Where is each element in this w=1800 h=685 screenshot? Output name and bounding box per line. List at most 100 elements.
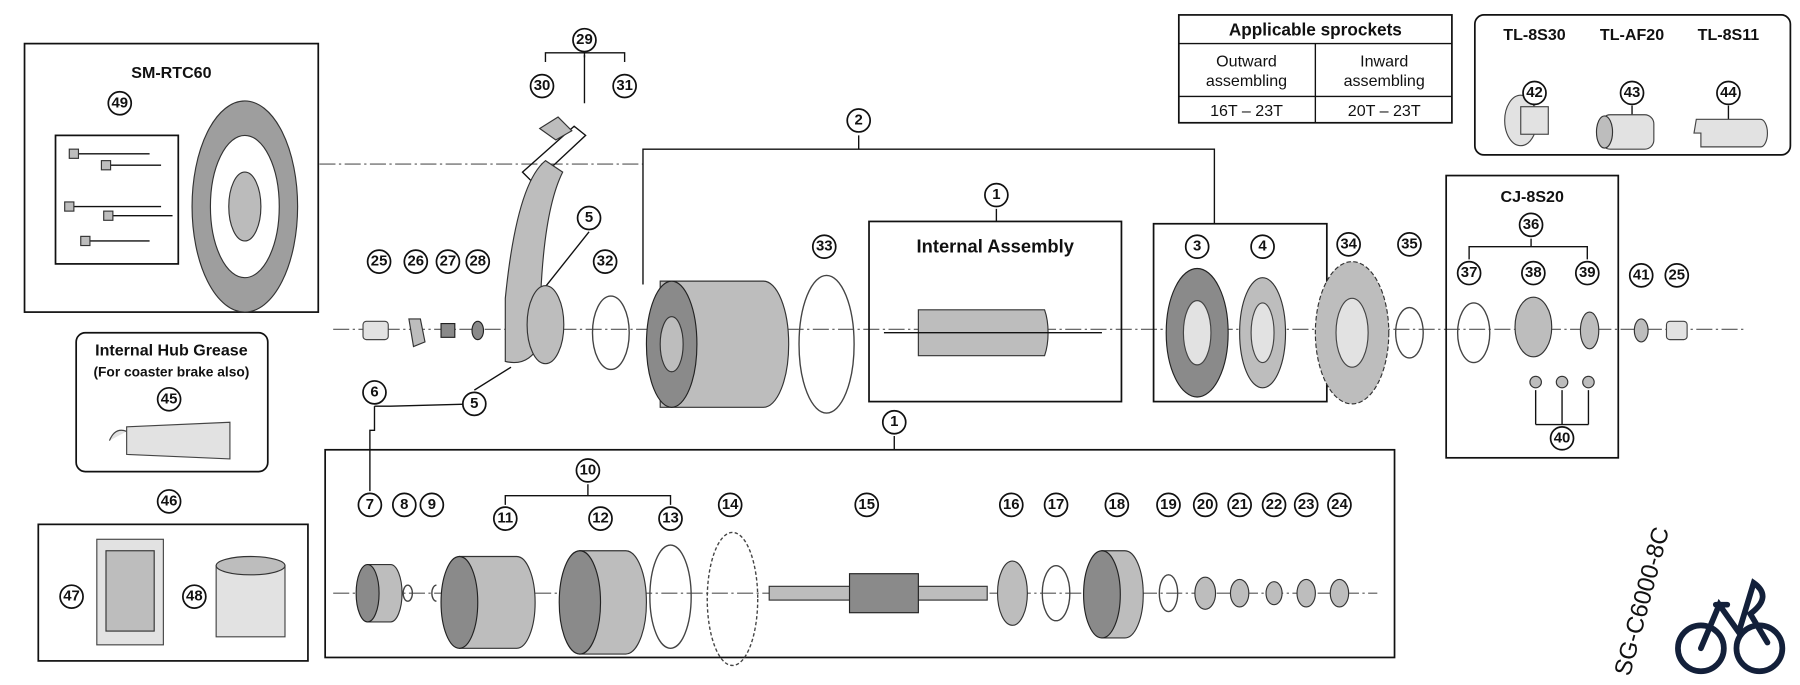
callout-number: 24 bbox=[1331, 497, 1348, 513]
callout-number: 12 bbox=[592, 511, 609, 527]
callout-number: 8 bbox=[400, 497, 408, 513]
model-label: SG-C6000-8C bbox=[1609, 524, 1675, 678]
callout-number: 2 bbox=[855, 112, 863, 128]
grease-tube-icon bbox=[108, 421, 231, 460]
callout-35: 35 bbox=[1397, 232, 1422, 257]
callout-9: 9 bbox=[419, 492, 445, 518]
callout-2: 2 bbox=[846, 108, 872, 133]
callout-number: 19 bbox=[1160, 497, 1177, 513]
callout-4: 4 bbox=[1250, 234, 1275, 260]
callout-number: 11 bbox=[497, 511, 513, 527]
callout-32: 32 bbox=[592, 249, 618, 274]
header-inward: Inward bbox=[1360, 53, 1408, 71]
callout-number: 49 bbox=[111, 95, 128, 111]
header-outward: Outward bbox=[1216, 53, 1277, 71]
callout-number: 45 bbox=[161, 391, 178, 407]
callout-19: 19 bbox=[1156, 492, 1181, 518]
callout-43: 43 bbox=[1619, 80, 1645, 106]
bike-logo-icon bbox=[1675, 578, 1786, 675]
callout-number: 30 bbox=[534, 78, 551, 94]
callout-5a: 5 bbox=[576, 205, 602, 231]
callout-number: 38 bbox=[1525, 265, 1542, 281]
internal-assembly-title: Internal Assembly bbox=[917, 235, 1075, 256]
value-outward: 16T – 23T bbox=[1210, 102, 1283, 120]
callout-5b: 5 bbox=[461, 391, 487, 417]
tool-tl-8s11: TL-8S11 bbox=[1698, 26, 1760, 44]
callout-29: 29 bbox=[572, 27, 597, 53]
callout-23: 23 bbox=[1293, 492, 1319, 518]
callout-number: 20 bbox=[1197, 497, 1214, 513]
brake-rotor-icon bbox=[191, 100, 299, 313]
callout-number: 5 bbox=[470, 396, 478, 412]
callout-number: 41 bbox=[1633, 267, 1650, 283]
callout-number: 1 bbox=[890, 414, 898, 430]
callout-1a: 1 bbox=[984, 182, 1009, 208]
grease-cans-panel bbox=[37, 523, 309, 662]
callout-47: 47 bbox=[59, 584, 84, 609]
callout-number: 3 bbox=[1193, 239, 1201, 255]
callout-number: 44 bbox=[1720, 85, 1737, 101]
callout-3: 3 bbox=[1184, 234, 1210, 260]
callout-number: 46 bbox=[161, 493, 178, 509]
callout-number: 42 bbox=[1526, 85, 1543, 101]
callout-21: 21 bbox=[1227, 492, 1252, 518]
callout-number: 28 bbox=[469, 254, 486, 270]
grease-panel: Internal Hub Grease (For coaster brake a… bbox=[75, 331, 269, 473]
callout-45: 45 bbox=[156, 386, 182, 412]
callout-number: 13 bbox=[662, 511, 679, 527]
callout-number: 18 bbox=[1109, 497, 1126, 513]
callout-number: 26 bbox=[407, 254, 424, 270]
callout-number: 15 bbox=[858, 497, 875, 513]
callout-28: 28 bbox=[465, 249, 491, 274]
cassette-joint-title: CJ-8S20 bbox=[1501, 188, 1564, 206]
callout-31: 31 bbox=[612, 73, 637, 99]
callout-number: 43 bbox=[1624, 85, 1641, 101]
tool-tl-8s30: TL-8S30 bbox=[1503, 26, 1566, 44]
callout-14: 14 bbox=[717, 492, 743, 518]
callout-11: 11 bbox=[492, 506, 518, 531]
callout-18: 18 bbox=[1104, 492, 1130, 518]
callout-number: 9 bbox=[428, 497, 436, 513]
callout-20: 20 bbox=[1192, 492, 1218, 518]
callout-number: 29 bbox=[576, 32, 593, 48]
callout-number: 22 bbox=[1266, 497, 1283, 513]
callout-6: 6 bbox=[362, 380, 387, 405]
applicable-sprockets-table: Applicable sprockets Outward assembling … bbox=[1177, 14, 1453, 124]
callout-number: 32 bbox=[597, 254, 614, 270]
callout-number: 37 bbox=[1461, 265, 1478, 281]
callout-13: 13 bbox=[658, 506, 683, 531]
callout-48: 48 bbox=[182, 584, 207, 609]
callout-27: 27 bbox=[435, 249, 461, 274]
table-title: Applicable sprockets bbox=[1229, 20, 1402, 40]
leader-lines bbox=[369, 52, 1590, 505]
callout-7: 7 bbox=[357, 492, 383, 518]
callout-8: 8 bbox=[391, 492, 417, 518]
callout-17: 17 bbox=[1043, 492, 1069, 518]
callout-39: 39 bbox=[1574, 260, 1600, 286]
callout-number: 48 bbox=[186, 589, 203, 605]
callout-number: 23 bbox=[1298, 497, 1315, 513]
callout-16: 16 bbox=[998, 492, 1024, 518]
callout-38: 38 bbox=[1521, 260, 1546, 286]
callout-26: 26 bbox=[403, 249, 429, 274]
tool-8s11-icon bbox=[1693, 118, 1769, 148]
callout-number: 27 bbox=[440, 254, 457, 270]
cassette-joint-panel bbox=[1445, 174, 1620, 459]
value-inward: 20T – 23T bbox=[1348, 102, 1421, 120]
callout-number: 1 bbox=[992, 187, 1000, 203]
lower-parts bbox=[355, 531, 1350, 667]
grease-jar-icon bbox=[215, 565, 286, 638]
tools-panel: TL-8S30 TL-AF20 TL-8S11 bbox=[1473, 14, 1792, 156]
rotor-kit-title: SM-RTC60 bbox=[131, 64, 211, 82]
callout-number: 17 bbox=[1048, 497, 1065, 513]
callout-36: 36 bbox=[1518, 212, 1544, 238]
callout-number: 5 bbox=[585, 210, 593, 226]
callout-number: 10 bbox=[580, 462, 597, 478]
callout-number: 6 bbox=[370, 384, 378, 400]
internal-assembly-panel bbox=[868, 220, 1123, 403]
callout-1b: 1 bbox=[881, 409, 907, 435]
callout-22: 22 bbox=[1261, 492, 1287, 518]
callout-40: 40 bbox=[1549, 425, 1575, 451]
internal-parts-panel bbox=[324, 448, 1396, 659]
callout-12: 12 bbox=[588, 506, 613, 531]
